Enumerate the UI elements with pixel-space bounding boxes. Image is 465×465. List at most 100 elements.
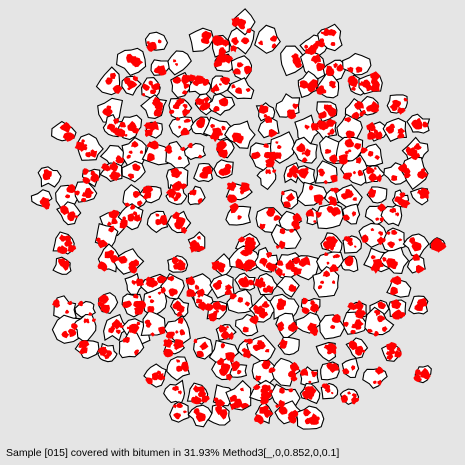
figure-caption: Sample [015] covered with bitumen in 31.… (6, 447, 340, 459)
bitumen-patch (131, 140, 139, 148)
bitumen-patch (293, 224, 301, 231)
bitumen-patch (397, 132, 405, 139)
bitumen-patch (375, 173, 382, 183)
bitumen-patch (354, 300, 364, 311)
bitumen-patch (370, 77, 378, 86)
bitumen-patch (258, 311, 269, 319)
bitumen-patch (158, 215, 168, 226)
bitumen-patch (309, 185, 314, 191)
bitumen-patch (352, 170, 356, 175)
bitumen-patch (213, 397, 219, 403)
bitumen-patch (239, 249, 250, 257)
bitumen-patch (378, 231, 383, 236)
bitumen-patch (330, 207, 341, 217)
bitumen-patch (229, 394, 237, 403)
bitumen-patch (258, 104, 269, 114)
bitumen-patch (415, 264, 426, 274)
bitumen-patch (382, 256, 387, 262)
bitumen-patch (295, 168, 299, 172)
bitumen-patch (322, 270, 330, 278)
bitumen-patch (288, 411, 295, 418)
bitumen-patch (133, 293, 139, 299)
bitumen-patch (42, 171, 51, 181)
bitumen-patch (310, 53, 321, 64)
bitumen-patch (323, 344, 329, 350)
bitumen-patch (303, 148, 311, 157)
bitumen-patch (74, 141, 85, 151)
bitumen-patch (74, 215, 79, 219)
bitumen-patch (366, 166, 375, 175)
bitumen-patch (344, 117, 352, 123)
bitumen-patch (84, 144, 88, 147)
bitumen-patch (373, 309, 381, 317)
bitumen-patch (273, 215, 281, 221)
bitumen-patch (170, 331, 175, 337)
bitumen-patch (262, 281, 266, 284)
bitumen-patch (237, 369, 242, 375)
bitumen-patch (97, 261, 108, 272)
bitumen-patch (105, 77, 113, 85)
particle (400, 156, 429, 191)
bitumen-patch (291, 53, 299, 60)
bitumen-patch (263, 151, 271, 159)
bitumen-patch (111, 318, 122, 330)
bitumen-patch (216, 262, 226, 271)
bitumen-patch (317, 285, 323, 290)
bitumen-patch (292, 212, 302, 224)
bitumen-patch (226, 182, 237, 191)
bitumen-patch (177, 155, 183, 160)
bitumen-patch (236, 62, 244, 68)
bitumen-patch (220, 343, 226, 349)
bitumen-patch (122, 336, 130, 344)
bitumen-patch (291, 257, 301, 265)
bitumen-patch (373, 331, 379, 337)
bitumen-patch (175, 330, 179, 334)
bitumen-patch (224, 288, 232, 296)
bitumen-patch (432, 237, 442, 245)
bitumen-patch (310, 303, 319, 312)
bitumen-patch (387, 241, 395, 248)
bitumen-patch (65, 309, 70, 314)
bitumen-patch (172, 404, 177, 409)
bitumen-patch (239, 182, 251, 193)
bitumen-patch (174, 259, 186, 271)
bitumen-patch (122, 216, 127, 220)
bitumen-patch (201, 165, 212, 176)
bitumen-patch (241, 347, 247, 353)
bitumen-patch (344, 150, 349, 155)
bitumen-patch (57, 246, 63, 253)
bitumen-patch (372, 380, 377, 385)
bitumen-patch (150, 89, 157, 95)
bitumen-patch (409, 237, 415, 245)
particle (341, 203, 361, 225)
bitumen-patch (83, 318, 90, 324)
bitumen-patch (219, 305, 227, 312)
bitumen-patch (376, 238, 382, 243)
bitumen-patch (417, 168, 428, 180)
bitumen-patch (301, 157, 308, 163)
bitumen-patch (149, 140, 159, 150)
bitumen-patch (62, 132, 75, 142)
bitumen-patch (304, 48, 311, 55)
bitumen-patch (266, 285, 274, 294)
bitumen-patch (423, 193, 429, 199)
bitumen-patch (259, 277, 264, 281)
bitumen-patch (271, 43, 277, 49)
bitumen-patch (285, 192, 295, 202)
bitumen-patch (259, 223, 266, 230)
bitumen-patch (361, 110, 366, 115)
bitumen-patch (237, 236, 246, 243)
bitumen-patch (238, 277, 246, 284)
bitumen-patch (351, 393, 357, 398)
bitumen-patch (411, 119, 418, 126)
bitumen-patch (178, 317, 184, 325)
particle (51, 314, 83, 344)
bitumen-patch (344, 256, 354, 267)
bitumen-patch (370, 227, 375, 232)
bitumen-patch (196, 118, 205, 129)
bitumen-patch (264, 115, 273, 124)
bitumen-patch (171, 180, 184, 191)
bitumen-patch (316, 62, 325, 72)
bitumen-patch (210, 123, 215, 128)
bitumen-patch (201, 394, 210, 403)
